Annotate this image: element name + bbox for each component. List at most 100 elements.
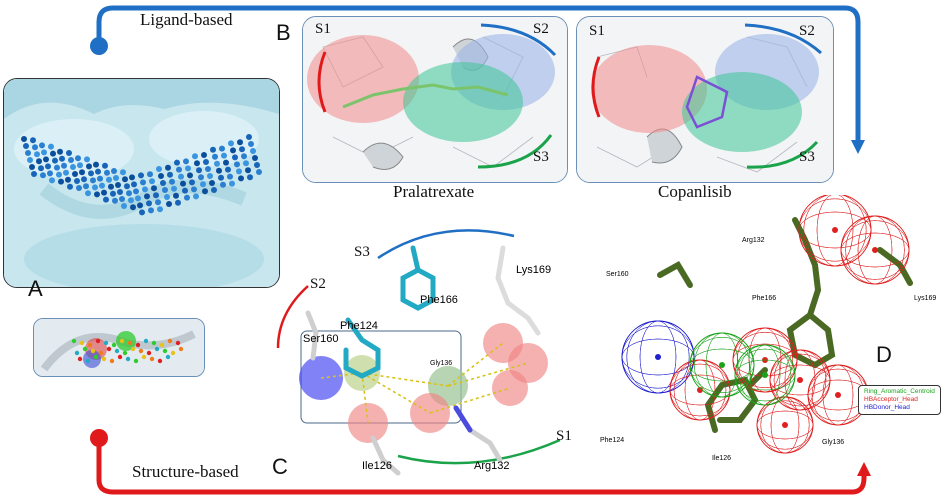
grid-point — [216, 167, 222, 174]
d-residue-phe124: Phe124 — [600, 437, 625, 444]
grid-point — [193, 193, 199, 200]
inset-point — [95, 338, 101, 344]
inset-point — [151, 340, 157, 346]
d-residue-ser160: Ser160 — [606, 271, 629, 278]
grid-point — [113, 175, 119, 181]
grid-point — [142, 186, 148, 193]
grid-point — [178, 173, 184, 180]
grid-point — [157, 206, 163, 213]
inset-point — [130, 346, 136, 352]
grid-point — [194, 160, 200, 167]
grid-point — [205, 166, 211, 172]
grid-point — [108, 183, 114, 190]
grid-point — [164, 194, 170, 200]
grid-point — [218, 174, 224, 181]
inset-point — [87, 342, 93, 348]
grid-point — [203, 159, 209, 165]
grid-point — [207, 173, 213, 179]
legend-ring-aromatic: Ring_Aromatic_Centroid — [864, 388, 935, 395]
hb-acceptor-sphere — [798, 193, 872, 267]
grid-point — [184, 194, 190, 201]
grid-point — [144, 193, 150, 200]
grid-point — [198, 174, 204, 181]
grid-point — [126, 190, 132, 197]
grid-point — [115, 182, 121, 188]
grid-point — [212, 153, 218, 160]
grid-point — [243, 160, 249, 167]
grid-point — [183, 158, 189, 165]
site-s1-region — [307, 35, 419, 123]
grid-point — [200, 181, 206, 188]
grid-point — [246, 134, 252, 140]
grid-point — [92, 184, 98, 191]
c-residue-phe124: Phe124 — [340, 320, 378, 332]
grid-point — [94, 191, 100, 198]
grid-point — [58, 178, 64, 185]
grid-point — [202, 188, 208, 195]
grid-point — [83, 183, 89, 190]
inset-point — [138, 348, 144, 354]
grid-point — [167, 171, 173, 178]
grid-point — [106, 176, 112, 183]
grid-point — [29, 164, 35, 170]
inset-point — [111, 342, 117, 348]
inset-point — [119, 338, 125, 344]
grid-point — [111, 168, 117, 174]
grid-point — [97, 175, 103, 182]
grid-point — [99, 182, 105, 189]
grid-point — [90, 177, 96, 184]
grid-point — [185, 165, 191, 172]
b-right-site-s2: S2 — [799, 23, 815, 39]
grid-point — [248, 141, 254, 147]
grid-point — [135, 195, 141, 202]
inset-point — [141, 354, 147, 360]
grid-point — [151, 185, 157, 192]
grid-point — [84, 156, 90, 163]
grid-point — [48, 143, 54, 150]
grid-point — [50, 150, 56, 157]
grid-point — [54, 164, 60, 171]
grid-point — [129, 174, 135, 181]
grid-point — [221, 152, 227, 159]
grid-point — [211, 187, 217, 193]
grid-point — [171, 185, 177, 192]
grid-point — [110, 190, 116, 197]
panel-b-copanlisib-image: S1 S2 S3 — [576, 16, 834, 183]
panel-c-interaction-diagram: S3 S2 S1 Phe166 Lys169 Phe124 Ser160 Gly… — [258, 208, 588, 478]
grid-point — [120, 169, 126, 176]
d-residue-gly136: Gly136 — [822, 439, 845, 446]
grid-point — [148, 207, 154, 214]
inset-point — [167, 338, 173, 344]
grid-point — [228, 140, 234, 147]
c-residue-lys169: Lys169 — [516, 264, 552, 276]
grid-point — [229, 180, 235, 187]
grid-point — [219, 145, 225, 152]
grid-point — [256, 169, 262, 175]
d-legend: Ring_Aromatic_Centroid HBAcceptor_Head H… — [858, 385, 941, 415]
grid-point — [23, 143, 29, 149]
inset-point — [178, 346, 184, 352]
grid-point — [27, 157, 33, 163]
grid-point — [147, 171, 153, 178]
grid-point — [72, 171, 78, 177]
grid-point — [67, 183, 73, 190]
copanlisib-caption: Copanlisib — [658, 182, 732, 201]
pralatrexate-caption: Pralatrexate — [393, 182, 475, 201]
grid-point — [75, 155, 81, 162]
grid-point — [76, 185, 82, 191]
inset-point — [98, 350, 104, 356]
inset-point — [117, 354, 123, 360]
grid-point-cloud — [21, 134, 262, 216]
panel-a-inset-image — [33, 318, 205, 377]
grid-point — [56, 171, 62, 178]
ligand-flow-arrow — [90, 5, 865, 154]
grid-point — [65, 176, 71, 183]
inset-point — [175, 340, 181, 346]
grid-point — [122, 176, 128, 183]
c-residue-arg132: Arg132 — [474, 460, 510, 472]
legend-hb-donor: HBDonor_Head — [864, 404, 910, 411]
grid-point — [191, 186, 197, 193]
inset-point — [157, 358, 163, 364]
grid-point — [210, 146, 216, 153]
